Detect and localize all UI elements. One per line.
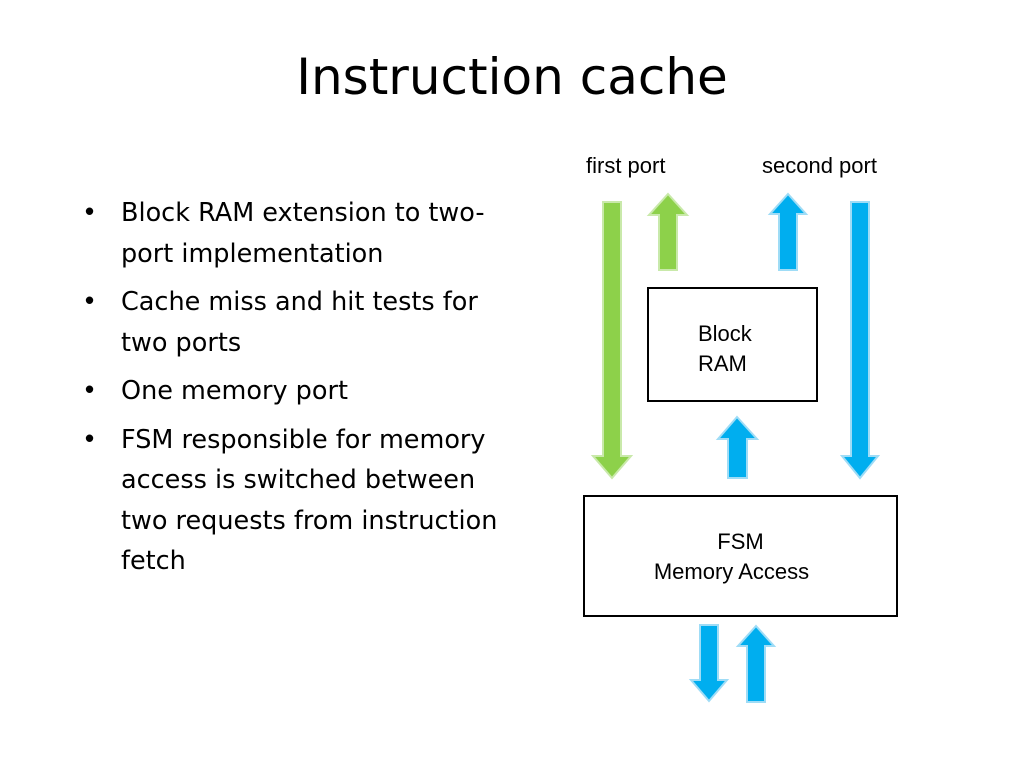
bullet-dot: • [82,424,98,455]
bullet-item: • Block RAM extension to two-port implem… [78,193,498,274]
first-port-up-arrow [646,192,690,271]
bullet-list: • Block RAM extension to two-port implem… [78,193,498,590]
block-ram-box [647,287,818,402]
fsm-line2: Memory Access [653,559,810,584]
memory-up-arrow [735,624,777,703]
fsm-to-blockram-arrow [715,415,760,479]
bullet-item: • One memory port [78,371,498,412]
memory-down-arrow [688,624,730,703]
bullet-item: • Cache miss and hit tests for two ports [78,282,498,363]
block-ram-label: Block RAM [698,319,752,379]
bullet-text: FSM responsible for memory access is swi… [121,424,498,577]
slide-title: Instruction cache [296,48,728,106]
first-port-label: first port [586,153,666,178]
fsm-line1: FSM [717,529,764,554]
bullet-item: • FSM responsible for memory access is s… [78,420,498,582]
bullet-dot: • [82,198,98,228]
second-port-down-arrow [839,201,881,480]
fsm-label: FSM Memory Access [583,527,898,587]
first-port-down-arrow [590,201,634,480]
fsm-box [583,495,898,617]
second-port-label: second port [762,153,877,178]
bullet-dot: • [82,287,98,317]
block-ram-line2: RAM [698,351,747,376]
block-ram-line1: Block [698,321,752,346]
bullet-dot: • [82,376,98,406]
second-port-up-arrow [767,192,809,271]
bullet-text: Block RAM extension to two-port implemen… [121,198,485,269]
bullet-text: Cache miss and hit tests for two ports [121,287,478,358]
bullet-text: One memory port [121,376,348,406]
